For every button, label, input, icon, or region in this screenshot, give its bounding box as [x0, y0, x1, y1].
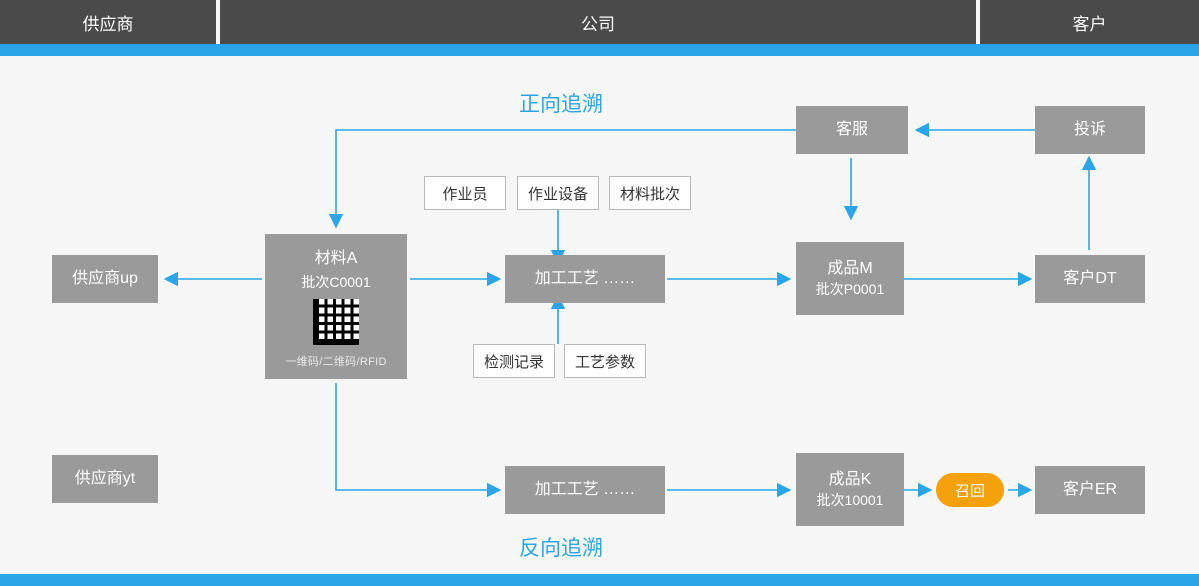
node-customer-er-label: 客户ER: [1062, 481, 1118, 499]
qr-code-icon: [313, 299, 359, 345]
node-process-top[interactable]: 加工工艺 ……: [505, 255, 665, 303]
attr-material-batch-label: 材料批次: [619, 185, 680, 203]
bottom-accent-band: [0, 574, 1199, 586]
header-supplier-label: 供应商: [82, 14, 134, 34]
node-supplier-yt[interactable]: 供应商yt: [52, 455, 158, 503]
node-process-bottom-label: 加工工艺 ……: [534, 481, 636, 499]
top-accent-band: [0, 44, 1199, 56]
node-customer-service[interactable]: 客服: [796, 106, 908, 154]
node-product-k[interactable]: 成品K 批次10001: [796, 453, 904, 526]
node-customer-dt-label: 客户DT: [1063, 270, 1117, 288]
flow-area: 正向追溯 反向追溯 客服 投诉 作业员 作业设备 材料批次 材料A 批次C000…: [0, 56, 1199, 574]
attr-equipment-label: 作业设备: [527, 185, 588, 203]
node-product-m-title: 成品M: [827, 260, 873, 278]
node-customer-dt[interactable]: 客户DT: [1035, 255, 1145, 303]
node-product-m[interactable]: 成品M 批次P0001: [796, 242, 904, 315]
attr-inspection-record-label: 检测记录: [483, 353, 544, 371]
node-complaint-label: 投诉: [1073, 121, 1106, 139]
attr-process-parameter[interactable]: 工艺参数: [564, 344, 646, 378]
forward-trace-title: 正向追溯: [519, 93, 603, 116]
header-supplier: 供应商: [0, 0, 216, 53]
node-customer-er[interactable]: 客户ER: [1035, 466, 1145, 514]
node-material-a-code-note: 一维码/二维码/RFID: [285, 356, 387, 368]
header-customer-label: 客户: [1072, 14, 1107, 34]
header-customer: 客户: [980, 0, 1199, 53]
backward-trace-title: 反向追溯: [519, 537, 603, 560]
node-process-top-label: 加工工艺 ……: [534, 270, 636, 288]
node-product-m-batch: 批次P0001: [815, 280, 885, 297]
node-product-k-batch: 批次10001: [816, 491, 884, 508]
node-customer-service-label: 客服: [835, 121, 868, 139]
node-product-k-title: 成品K: [828, 471, 872, 489]
badge-recall-label: 召回: [954, 482, 985, 500]
attr-process-parameter-label: 工艺参数: [574, 353, 635, 371]
node-supplier-up[interactable]: 供应商up: [52, 255, 158, 303]
node-process-bottom[interactable]: 加工工艺 ……: [505, 466, 665, 514]
node-material-a-batch: 批次C0001: [301, 274, 371, 290]
header-company-label: 公司: [581, 14, 615, 34]
attr-equipment[interactable]: 作业设备: [517, 176, 599, 210]
attr-operator-label: 作业员: [442, 185, 488, 203]
node-supplier-yt-label: 供应商yt: [74, 470, 136, 488]
attr-operator[interactable]: 作业员: [424, 176, 506, 210]
node-supplier-up-label: 供应商up: [72, 270, 138, 288]
node-complaint[interactable]: 投诉: [1035, 106, 1145, 154]
attr-inspection-record[interactable]: 检测记录: [473, 344, 555, 378]
node-material-a-title: 材料A: [314, 250, 358, 267]
attr-material-batch[interactable]: 材料批次: [609, 176, 691, 210]
header-company: 公司: [220, 0, 976, 53]
badge-recall[interactable]: 召回: [936, 473, 1004, 507]
node-material-a[interactable]: 材料A 批次C0001 一维码/二维码/RFID: [265, 234, 407, 379]
